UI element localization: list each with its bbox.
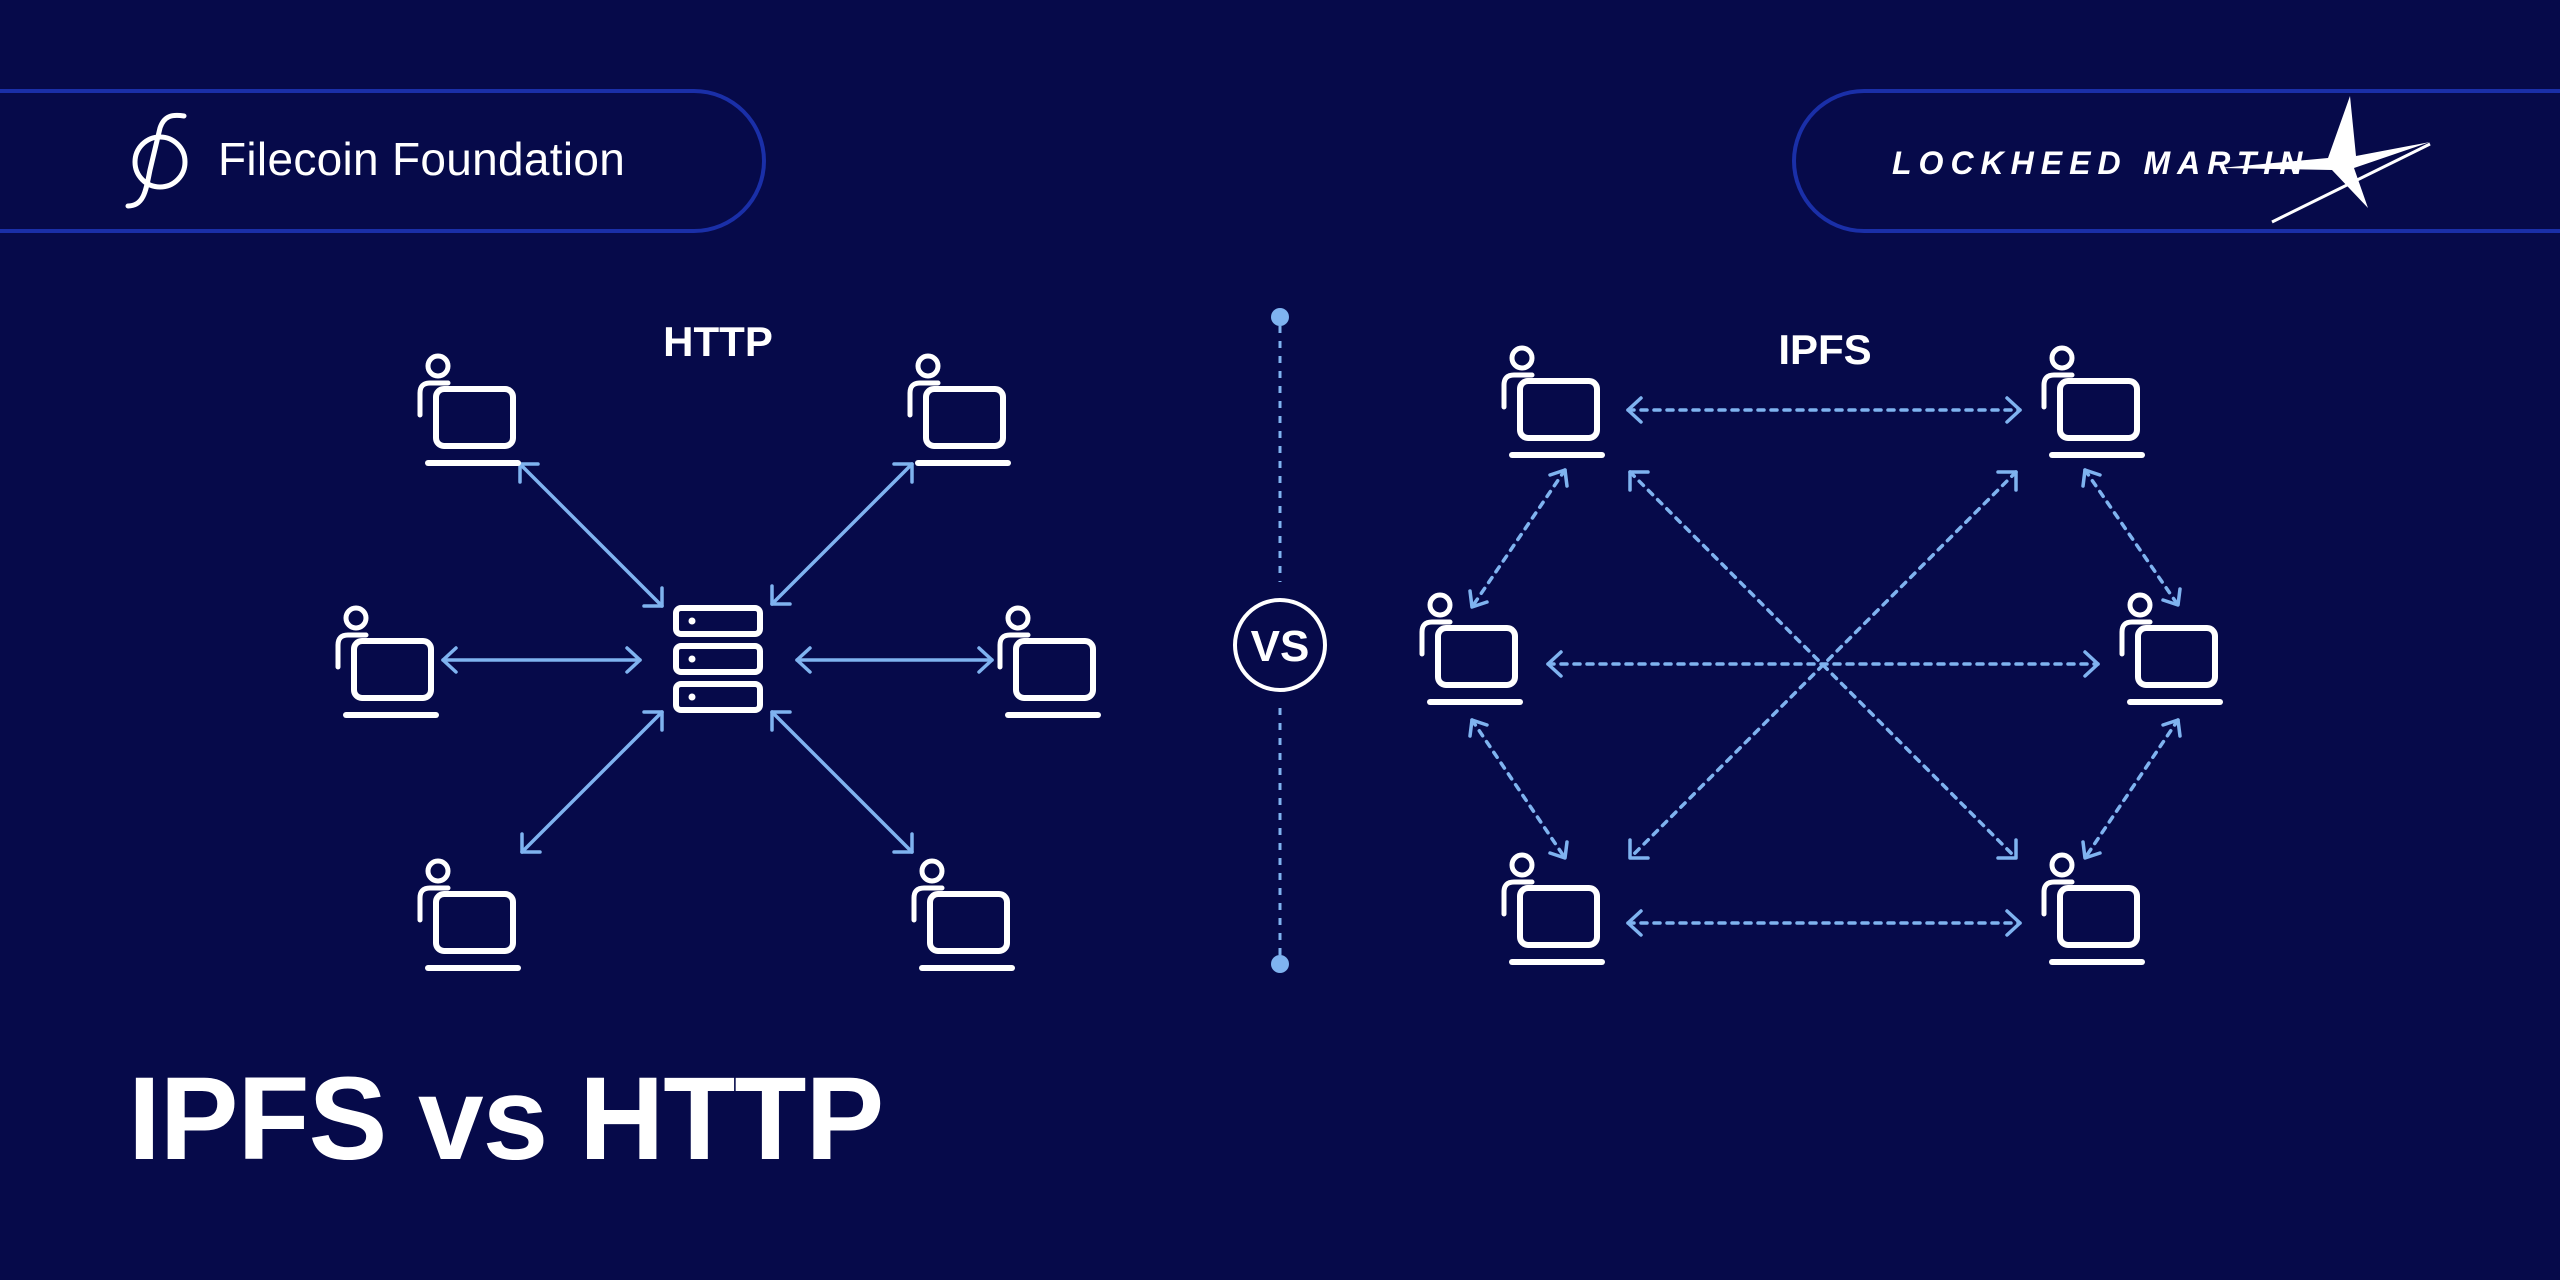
ipfs-arrow-upper-left xyxy=(1470,468,1567,609)
lockheed-star-icon xyxy=(2220,96,2431,224)
ipfs-arrow-lower-left xyxy=(1470,718,1567,860)
main-title: IPFS vs HTTP xyxy=(128,1053,884,1185)
ipfs-arrow-diagonal-up xyxy=(1628,470,2018,860)
ipfs-arrowheads xyxy=(1468,396,2182,937)
http-arrow-top-left xyxy=(518,462,664,608)
user-laptop-icon xyxy=(420,356,518,463)
http-arrow-right xyxy=(795,646,994,674)
user-laptop-icon xyxy=(2122,595,2220,702)
user-laptop-icon xyxy=(2044,348,2142,455)
filecoin-foundation-name: Filecoin Foundation xyxy=(218,133,626,185)
user-laptop-icon xyxy=(1504,855,1602,962)
vs-label: VS xyxy=(1251,622,1310,671)
user-laptop-icon xyxy=(2044,855,2142,962)
ipfs-label: IPFS xyxy=(1778,326,1871,373)
http-arrow-bottom-left xyxy=(520,710,664,854)
ipfs-arrow-lower-right xyxy=(2083,718,2180,860)
user-laptop-icon xyxy=(338,608,436,715)
lockheed-martin-name: LOCKHEED MARTIN xyxy=(1892,145,2310,181)
ipfs-arrows xyxy=(1468,396,2182,937)
user-laptop-icon xyxy=(914,861,1012,968)
user-laptop-icon xyxy=(1000,608,1098,715)
http-arrow-top-right xyxy=(770,462,914,606)
user-laptop-icon xyxy=(1504,348,1602,455)
user-laptop-icon xyxy=(420,861,518,968)
http-arrow-left xyxy=(441,646,642,674)
user-laptop-icon xyxy=(1422,595,1520,702)
http-arrow-bottom-right xyxy=(770,710,914,854)
http-label: HTTP xyxy=(663,318,773,365)
ipfs-arrow-upper-right xyxy=(2083,468,2180,607)
user-laptop-icon xyxy=(910,356,1008,463)
filecoin-f-icon xyxy=(125,112,188,209)
vs-divider: VS xyxy=(1233,308,1327,973)
right-brand-pill xyxy=(1792,89,2560,233)
server-stack-icon xyxy=(676,608,760,710)
http-arrows xyxy=(441,462,994,854)
left-brand-pill xyxy=(0,89,766,233)
